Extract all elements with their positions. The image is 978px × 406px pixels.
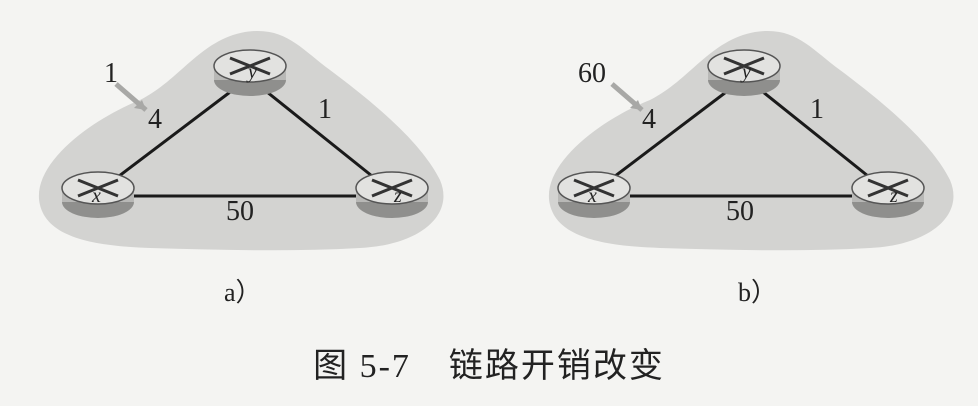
link-x-y [97, 78, 247, 194]
cost-label-x-y: 4 [148, 104, 162, 135]
cost-label-x-y: 4 [642, 104, 656, 135]
link-y-z [747, 78, 889, 194]
panel-b: 60 4 1 50 y x z [548, 30, 954, 251]
figure-caption-number: 图 5-7 [313, 348, 411, 385]
cost-change-arrowhead [134, 100, 146, 110]
router-arrows-icon [77, 178, 119, 198]
link-x-y [593, 78, 743, 194]
router-arrows-icon [723, 56, 765, 76]
panel-a-sublabel: a） [224, 278, 262, 307]
router-name: z [889, 185, 898, 207]
router-name: y [246, 61, 257, 83]
router-x: x [61, 171, 135, 218]
router-z: z [355, 171, 429, 218]
router-arrows-icon [573, 178, 615, 198]
cost-label-x-z: 50 [726, 196, 754, 227]
router-name: x [587, 185, 597, 207]
router-name: x [91, 185, 101, 207]
router-arrows-icon [371, 178, 413, 198]
router-name: y [740, 61, 751, 83]
cost-label-x-z: 50 [226, 196, 254, 227]
cost-label-y-z: 1 [810, 94, 824, 125]
router-z: z [851, 171, 925, 218]
router-y: y [213, 49, 287, 96]
figure-caption: 图 5-7 链路开销改变 [0, 338, 978, 387]
router-x: x [557, 171, 631, 218]
router-name: z [393, 185, 402, 207]
cost-label-y-z: 1 [318, 94, 332, 125]
router-arrows-icon [867, 178, 909, 198]
panel-b-sublabel: b） [738, 278, 778, 307]
panel-a: 1 4 1 50 y x z [38, 30, 444, 251]
changed-cost-label: 60 [578, 58, 606, 89]
cost-change-arrowhead [630, 100, 642, 110]
changed-cost-label: 1 [104, 58, 118, 89]
link-y-z [251, 78, 393, 194]
router-y: y [707, 49, 781, 96]
router-arrows-icon [229, 56, 271, 76]
figure-caption-text: 链路开销改变 [448, 348, 665, 385]
